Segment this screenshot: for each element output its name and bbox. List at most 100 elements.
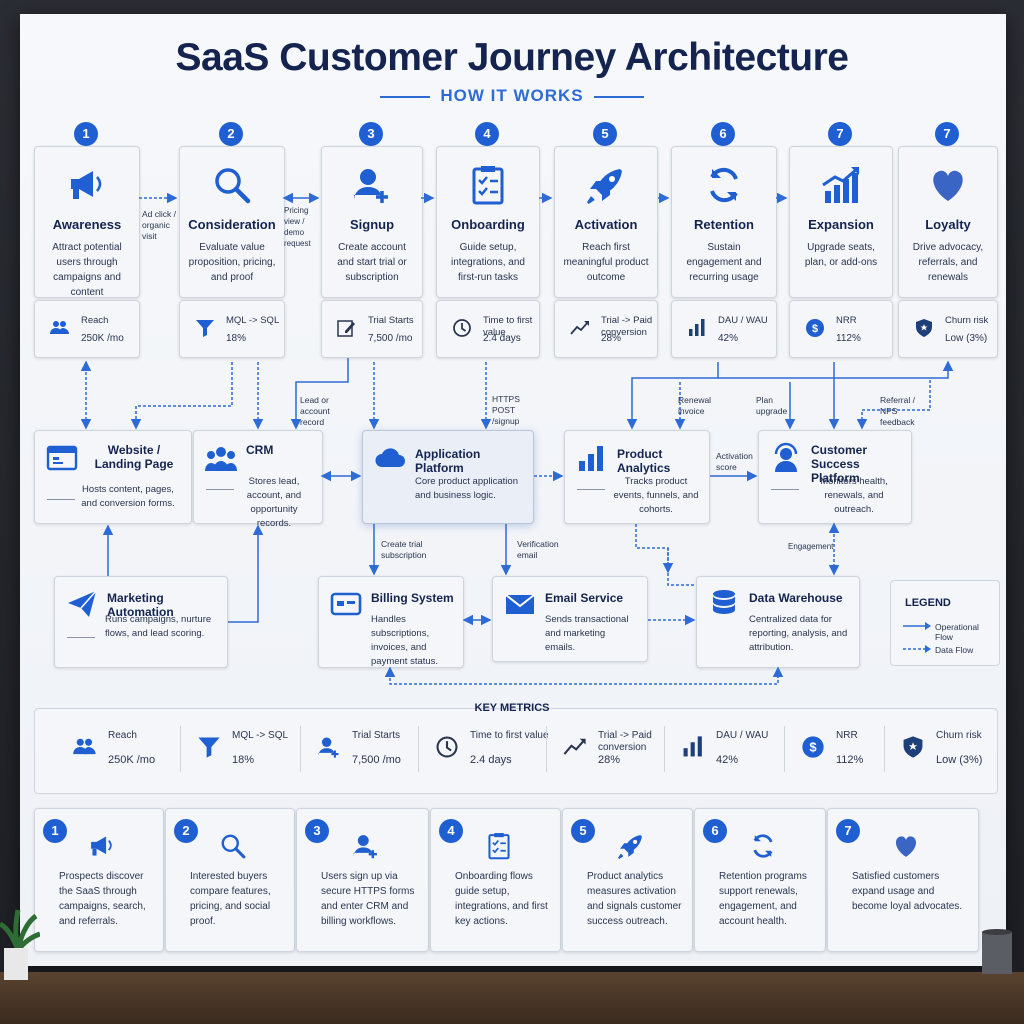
svg-text:$: $ xyxy=(809,740,817,755)
flow-label-lead-record: Lead or account record xyxy=(300,395,330,427)
rocket-icon xyxy=(617,835,642,859)
subtitle-line-left xyxy=(380,96,430,98)
stage-number: 3 xyxy=(359,122,383,146)
system-title: Customer Success Platform xyxy=(811,443,868,485)
system-desc: Handles subscriptions, invoices, and pay… xyxy=(371,614,439,667)
stage-desc: Reach first meaningful product outcome xyxy=(563,242,649,283)
stage-number: 4 xyxy=(475,122,499,146)
stage-desc: Upgrade seats, plan, or add-ons xyxy=(804,242,878,268)
system-crm[interactable]: CRM Stores lead, account, and opportunit… xyxy=(193,430,323,529)
metric-value: 18% xyxy=(226,333,247,344)
system-email[interactable]: Email Service Sends transactional and ma… xyxy=(492,576,648,662)
step-text: Users sign up via secure HTTPS forms and… xyxy=(321,871,415,927)
key-metric-label: Churn risk xyxy=(936,730,982,741)
system-data-warehouse[interactable]: Data Warehouse Centralized data for repo… xyxy=(696,576,860,668)
system-billing[interactable]: Billing System Handles subscriptions, in… xyxy=(318,576,464,668)
key-metric-label: Trial Starts xyxy=(352,730,400,741)
metric-value: 7,500 /mo xyxy=(368,333,413,344)
flow-label-https-post: HTTPS POST /signup xyxy=(492,394,520,426)
credit-card-icon xyxy=(330,592,362,616)
envelope-icon xyxy=(505,594,535,614)
system-application-platform[interactable]: Application Platform Core product applic… xyxy=(362,430,534,524)
system-title: Application Platform xyxy=(415,447,481,475)
system-customer-success[interactable]: Customer Success Platform Monitors healt… xyxy=(758,430,912,524)
divider xyxy=(577,489,605,490)
flow-label-referral: Referral / NPS feedback xyxy=(880,395,915,427)
key-metric-label: Trial -> Paid conversion xyxy=(598,730,652,753)
key-metric-label: MQL -> SQL xyxy=(232,730,289,741)
step-text: Satisfied customers expand usage and bec… xyxy=(852,871,963,912)
key-metric-value: 28% xyxy=(598,754,621,766)
funnel-icon xyxy=(196,320,214,337)
stage-desc: Evaluate value proposition, pricing, and… xyxy=(188,242,276,283)
system-title: Marketing Automation xyxy=(107,591,174,619)
clock-icon xyxy=(436,736,458,758)
legend: LEGEND Operational Flow Data Flow xyxy=(890,580,1000,666)
search-icon xyxy=(221,834,246,859)
metric-label: Trial -> Paid conversion xyxy=(601,315,653,338)
step-text: Onboarding flows guide setup, integratio… xyxy=(455,871,548,927)
stage-desc: Create account and start trial or subscr… xyxy=(337,242,407,283)
system-desc: Core product application and business lo… xyxy=(415,476,518,501)
subtitle-line-right xyxy=(594,96,644,98)
shield-icon xyxy=(903,736,923,758)
flow-label-plan-upgrade: Plan upgrade xyxy=(756,395,788,416)
paper-plane-icon xyxy=(68,590,97,617)
system-desc: Tracks product events, funnels, and coho… xyxy=(613,476,699,515)
user-plus-icon xyxy=(318,737,339,758)
refresh-icon xyxy=(710,167,738,203)
cloud-icon xyxy=(375,448,405,467)
flow-label-create-trial: Create trial subscription xyxy=(381,539,427,560)
svg-text:$: $ xyxy=(812,323,818,335)
metric-label: Churn risk xyxy=(945,315,989,326)
divider xyxy=(47,499,75,500)
page-title: SaaS Customer Journey Architecture xyxy=(175,36,849,79)
system-website[interactable]: Website / Landing Page Hosts content, pa… xyxy=(34,430,192,524)
refresh-icon xyxy=(753,834,773,858)
funnel-icon xyxy=(198,737,220,758)
mug-decoration xyxy=(982,929,1012,974)
system-product-analytics[interactable]: Product Analytics Tracks product events,… xyxy=(564,430,710,524)
page-subtitle: HOW IT WORKS xyxy=(440,86,584,105)
step-text: Interested buyers compare features, pric… xyxy=(190,871,271,927)
legend-title: LEGEND xyxy=(905,597,951,609)
legend-operational: Operational Flow xyxy=(935,622,979,642)
metric-value: 112% xyxy=(836,333,861,344)
key-metric-value: 250K /mo xyxy=(108,754,156,766)
heart-icon xyxy=(895,836,917,857)
user-plus-icon xyxy=(354,169,388,203)
checklist-icon xyxy=(487,833,510,860)
key-metric-label: Time to first value xyxy=(470,730,549,741)
shelf xyxy=(0,972,1024,1024)
system-marketing-automation[interactable]: Marketing Automation Runs campaigns, nur… xyxy=(54,576,228,668)
metric-label: Reach xyxy=(81,315,109,326)
key-metric-value: 18% xyxy=(232,754,255,766)
stage-title: Awareness xyxy=(52,217,122,232)
trend-icon xyxy=(570,321,589,335)
system-title: Website / Landing Page xyxy=(94,443,174,471)
key-metric-divider xyxy=(546,726,547,772)
system-desc: Sends transactional and marketing emails… xyxy=(545,614,629,653)
